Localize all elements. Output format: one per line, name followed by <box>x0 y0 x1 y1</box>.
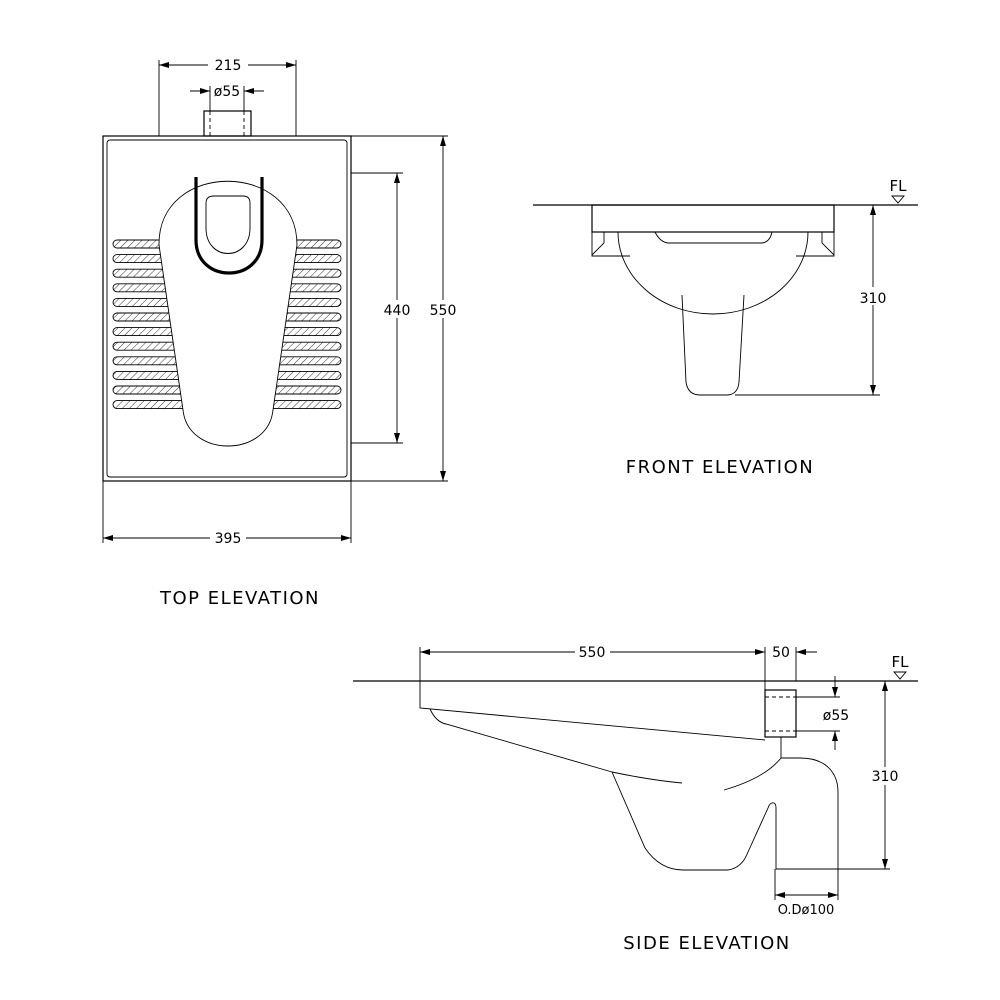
dim-width: 395 <box>102 481 352 547</box>
dim-label: ø55 <box>214 84 240 100</box>
grip-rib-right <box>287 254 342 264</box>
trap-upper <box>723 737 839 869</box>
dim-label: 50 <box>772 645 790 661</box>
pan-underside <box>429 708 683 784</box>
floor-level-triangle-icon <box>893 671 907 680</box>
bowl-outline <box>617 231 809 315</box>
grip-rib-right <box>277 327 342 337</box>
dim-label: 310 <box>872 769 899 785</box>
pan-inner-outline <box>106 139 348 478</box>
grip-rib-left <box>112 283 172 293</box>
view-title: TOP ELEVATION <box>159 588 320 609</box>
grip-rib-right <box>285 268 342 278</box>
view-title: FRONT ELEVATION <box>626 457 815 478</box>
dim-label: ø55 <box>823 708 849 724</box>
bowl-rim-u <box>194 177 264 275</box>
dim-label: 440 <box>384 303 411 319</box>
dim-outlet-od: O.Dø100 <box>774 869 839 918</box>
grip-rib-left <box>112 370 184 380</box>
grip-rib-left <box>112 385 186 395</box>
dim-depth: 310 <box>735 205 890 396</box>
bowl-slot <box>654 231 773 244</box>
dim-depth: 310 <box>838 681 902 870</box>
grip-rib-right <box>289 239 342 249</box>
floor-level-label: FL <box>892 653 910 671</box>
grip-rib-right <box>281 297 342 307</box>
outlet-stem <box>681 294 745 396</box>
grip-rib-right <box>273 356 342 366</box>
floor-level-triangle-icon <box>891 195 905 204</box>
inlet-pipe-stub <box>764 689 797 738</box>
grip-rib-left <box>112 297 174 307</box>
dim-label: 310 <box>860 291 887 307</box>
side-flanges <box>591 232 835 257</box>
floor-level-label: FL <box>890 177 908 195</box>
dim-label: 215 <box>215 58 242 74</box>
dim-label: 550 <box>430 303 457 319</box>
pan-body-top <box>419 681 766 741</box>
bowl-drain-hole <box>205 195 251 254</box>
pan-top-slab <box>591 204 835 233</box>
dim-label: 550 <box>579 645 606 661</box>
view-title: SIDE ELEVATION <box>623 933 790 954</box>
dim-label: 395 <box>215 531 242 547</box>
grip-rib-left <box>112 341 180 351</box>
dim-outlet-diameter: ø55 <box>190 84 264 111</box>
outlet-pipe-stub <box>203 110 252 137</box>
foot-grip-ribs <box>112 239 342 410</box>
dim-inlet-diameter: ø55 <box>796 676 849 750</box>
grip-rib-left <box>112 356 182 366</box>
dim-total-length: 550 <box>351 135 460 482</box>
dim-length: 550 <box>419 645 766 690</box>
grip-rib-left <box>112 268 170 278</box>
dim-inner-length: 440 <box>351 172 414 444</box>
grip-rib-left <box>112 239 166 249</box>
dim-outlet-spacing: 215 <box>158 58 297 136</box>
grip-rib-right <box>267 400 342 410</box>
grip-rib-left <box>112 327 178 337</box>
grip-rib-left <box>112 400 188 410</box>
grip-rib-right <box>279 312 342 322</box>
dim-outlet-length: 50 <box>772 645 817 681</box>
grip-rib-right <box>275 341 342 351</box>
grip-rib-right <box>283 283 342 293</box>
front-elevation-view: 310 FL FRONT ELEVATION <box>533 177 918 478</box>
dim-label: O.Dø100 <box>778 903 835 918</box>
side-elevation-view: 550 50 ø55 310 O.Dø100 FL SIDE ELE <box>353 645 918 954</box>
grip-rib-left <box>112 254 168 264</box>
top-elevation-view: 215 ø55 440 550 <box>102 58 460 609</box>
grip-rib-right <box>269 385 342 395</box>
trap-lower <box>611 771 838 871</box>
grip-rib-right <box>271 370 342 380</box>
grip-rib-left <box>112 312 176 322</box>
